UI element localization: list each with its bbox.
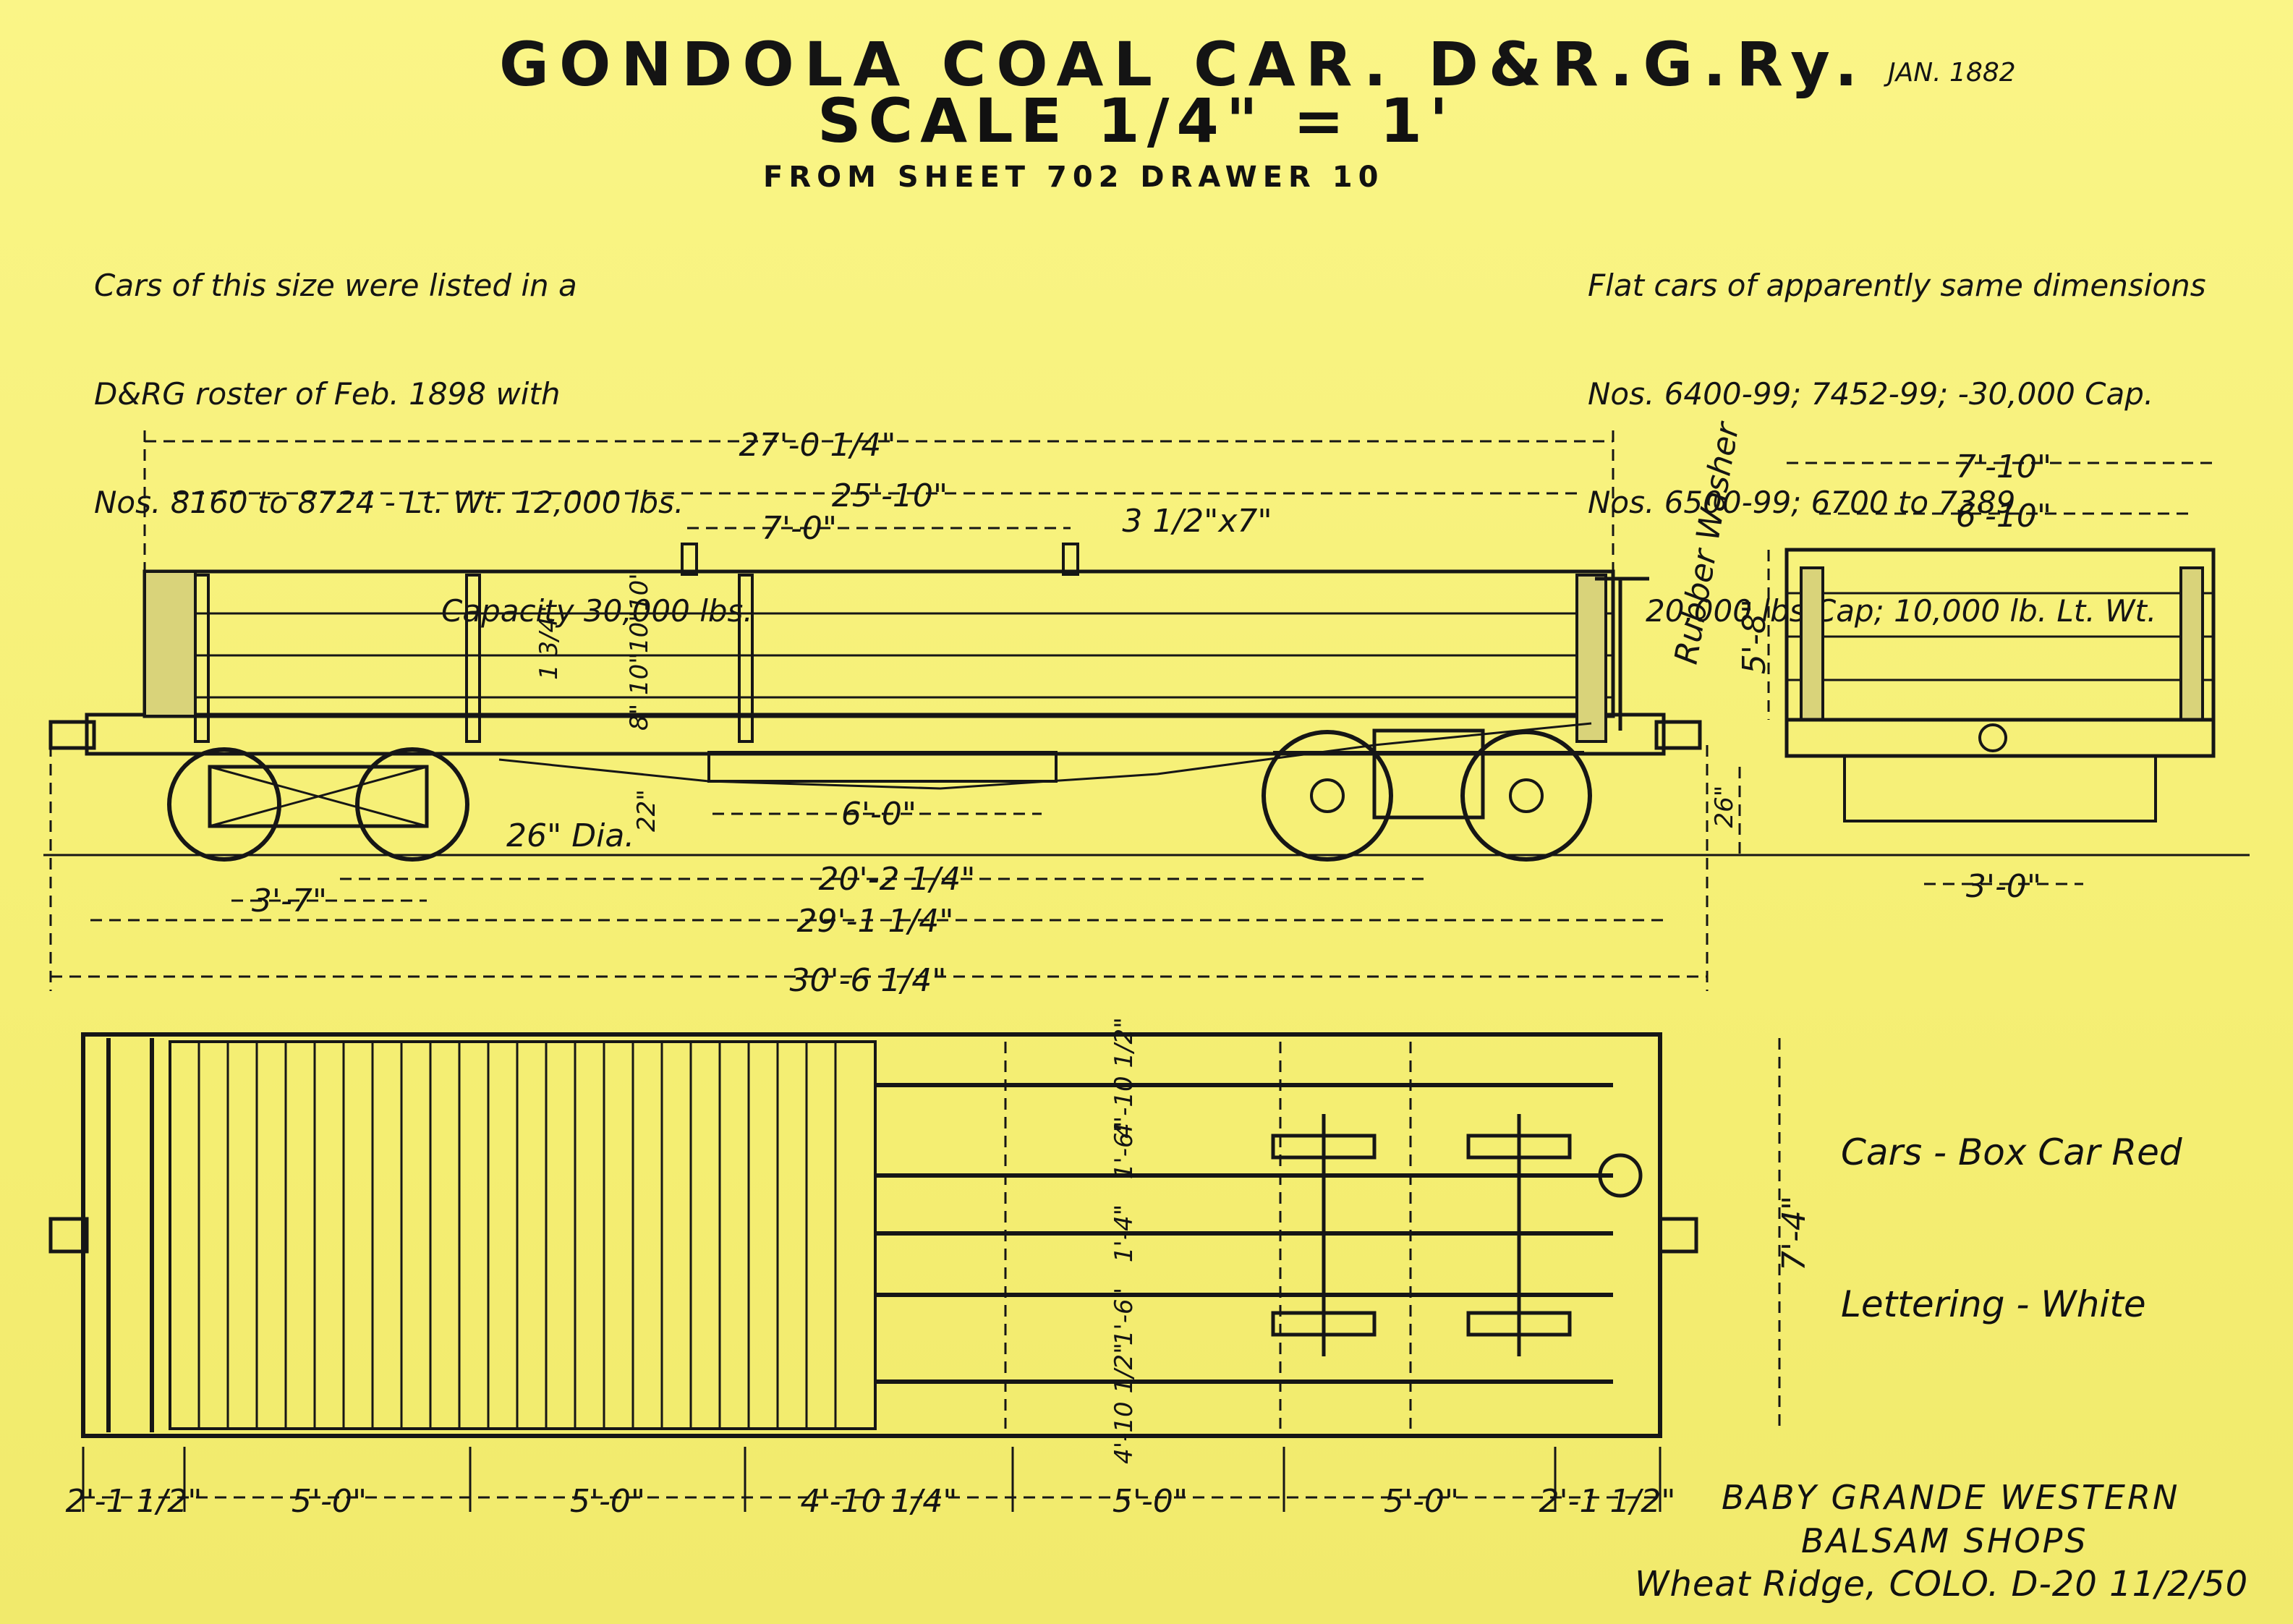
dim-over-sills: 29'-1 1/4" xyxy=(797,903,954,940)
shop-credit: BABY GRANDE WESTERN BALSAM SHOPS Wheat R… xyxy=(1635,1476,2248,1606)
coupler-plan xyxy=(1658,1217,1698,1254)
dim-segment: 5'-0" xyxy=(1113,1483,1188,1520)
wheel-hub xyxy=(1310,778,1345,813)
dim-board-height: 10" xyxy=(625,569,654,611)
shop-name: BABY GRANDE WESTERN xyxy=(1722,1478,2180,1517)
dim-truck-centers: 20'-2 1/4" xyxy=(819,861,976,898)
dim-sill-spacing: 4'-10 1/2" xyxy=(1110,1343,1139,1464)
dim-segment: 5'-0" xyxy=(570,1483,645,1520)
truss-rod xyxy=(498,722,1592,790)
end-truck xyxy=(1843,754,2157,822)
dim-segment: 5'-0" xyxy=(292,1483,367,1520)
flat-car-note-line: 20,000 lbs Cap; 10,000 lb. Lt. Wt. xyxy=(1646,593,2157,629)
truck-brace xyxy=(209,765,427,828)
stake xyxy=(194,574,210,743)
flat-car-note-line: Flat cars of apparently same dimensions xyxy=(1588,268,2206,303)
dim-end-width-inner: 6'-10" xyxy=(1956,498,2051,535)
dim-end-height: 5'-8" xyxy=(1736,599,1773,674)
end-stake xyxy=(1800,566,1824,721)
dim-center-6: 6'-0" xyxy=(841,796,916,833)
roster-note: Cars of this size were listed in a D&RG … xyxy=(94,195,753,666)
dim-side-top: 1 3/4" xyxy=(535,605,563,680)
truck-bolster xyxy=(1372,728,1485,820)
dim-rail-height: 26" xyxy=(1710,786,1739,828)
dim-plan-width: 7'-4" xyxy=(1776,1196,1813,1271)
wheel xyxy=(355,747,469,862)
coupler xyxy=(1654,720,1702,750)
dim-segment: 2'-1 1/2" xyxy=(1539,1483,1676,1520)
wheel xyxy=(167,747,281,862)
dim-board-height: 8" xyxy=(625,704,654,731)
scale-label: SCALE 1/4" = 1' xyxy=(817,85,1455,156)
truck-frame xyxy=(208,765,429,828)
stake-pocket xyxy=(681,543,698,576)
rubber-washer-label: Rubber Washer xyxy=(1668,418,1747,667)
end-sill xyxy=(1784,718,2216,758)
roster-note-line: Cars of this size were listed in a xyxy=(94,268,577,303)
paint-color: Cars - Box Car Red xyxy=(1841,1131,2182,1173)
coupler-plan xyxy=(48,1217,89,1254)
lettering-color: Lettering - White xyxy=(1841,1283,2146,1325)
side-body xyxy=(142,569,1615,718)
dim-sill-spacing: 1'-6" xyxy=(1110,1121,1139,1180)
drawing-number: Wheat Ridge, COLO. D-20 11/2/50 xyxy=(1635,1564,2249,1604)
wheel xyxy=(1262,730,1393,862)
source-reference: FROM SHEET 702 DRAWER 10 xyxy=(763,161,1384,194)
roster-note-line: Nos. 8160 to 8724 - Lt. Wt. 12,000 lbs. xyxy=(94,485,684,520)
dim-inside-length: 25'-10" xyxy=(832,477,948,514)
dim-end-width-outer: 7'-10" xyxy=(1956,448,2051,485)
dim-overall-body: 27'-0 1/4" xyxy=(739,427,896,464)
drawing-title: GONDOLA COAL CAR. D&R.G.Ry. xyxy=(499,29,1868,100)
needle-beam xyxy=(707,751,1058,783)
wheel-hub xyxy=(1509,778,1544,813)
dim-board-height: 10" xyxy=(625,611,654,653)
dim-wheelbase: 3'-7" xyxy=(252,883,327,919)
dim-height-22: 22" xyxy=(632,789,661,832)
dim-stake-spacing: 7'-0" xyxy=(762,510,837,547)
shop-location: BALSAM SHOPS xyxy=(1801,1521,2088,1560)
dim-segment: 4'-10 1/4" xyxy=(801,1483,958,1520)
roster-note-line: D&RG roster of Feb. 1898 with xyxy=(94,376,561,412)
coupler-face xyxy=(1978,723,2007,752)
end-body xyxy=(1784,548,2216,722)
wheel xyxy=(1460,730,1592,862)
brake-wheel-plan xyxy=(1598,1153,1643,1198)
side-elevation: 27'-0 1/4" 25'-10" 7'-0" 3 1/2"x7" Rubbe… xyxy=(43,418,2250,999)
dim-board-height: 10" xyxy=(625,652,654,695)
dim-sill-spacing: 1'-6" xyxy=(1110,1288,1139,1346)
side-sill xyxy=(85,713,1666,756)
plan-view: 7'-4" 4'-10 1/2" 1'-6" 1'-4" 1'-6" 4'-10… xyxy=(48,1017,1813,1520)
floor-boards xyxy=(197,1042,837,1429)
stake xyxy=(738,574,754,743)
end-stake xyxy=(2179,566,2204,721)
flat-car-note-line: Nos. 6400-99; 7452-99; -30,000 Cap. xyxy=(1588,376,2154,412)
drawing-date: JAN. 1882 xyxy=(1888,58,2016,88)
stake-pocket xyxy=(1062,543,1079,576)
coupler xyxy=(48,720,96,750)
dim-sill-spacing: 4'-10 1/2" xyxy=(1110,1017,1139,1139)
end-post xyxy=(143,570,197,718)
dim-gauge: 3'-0" xyxy=(1966,868,2041,905)
roster-note-line: Capacity 30,000 lbs. xyxy=(441,593,753,629)
end-elevation: 7'-10" 6'-10" 5'-8" 26" 3'-0" xyxy=(1710,448,2216,905)
dim-wheel-dia: 26" Dia. xyxy=(506,817,634,854)
dim-segment: 2'-1 1/2" xyxy=(66,1483,203,1520)
dim-stake-pocket: 3 1/2"x7" xyxy=(1122,503,1272,540)
end-post xyxy=(1575,574,1607,743)
dim-sill-spacing: 1'-4" xyxy=(1110,1204,1139,1263)
dim-segment: 5'-0" xyxy=(1384,1483,1459,1520)
dim-over-couplers: 30'-6 1/4" xyxy=(790,962,947,999)
paint-note: Cars - Box Car Red Lettering - White xyxy=(1841,1026,2182,1380)
floor-area xyxy=(169,1040,877,1430)
stake xyxy=(465,574,481,743)
